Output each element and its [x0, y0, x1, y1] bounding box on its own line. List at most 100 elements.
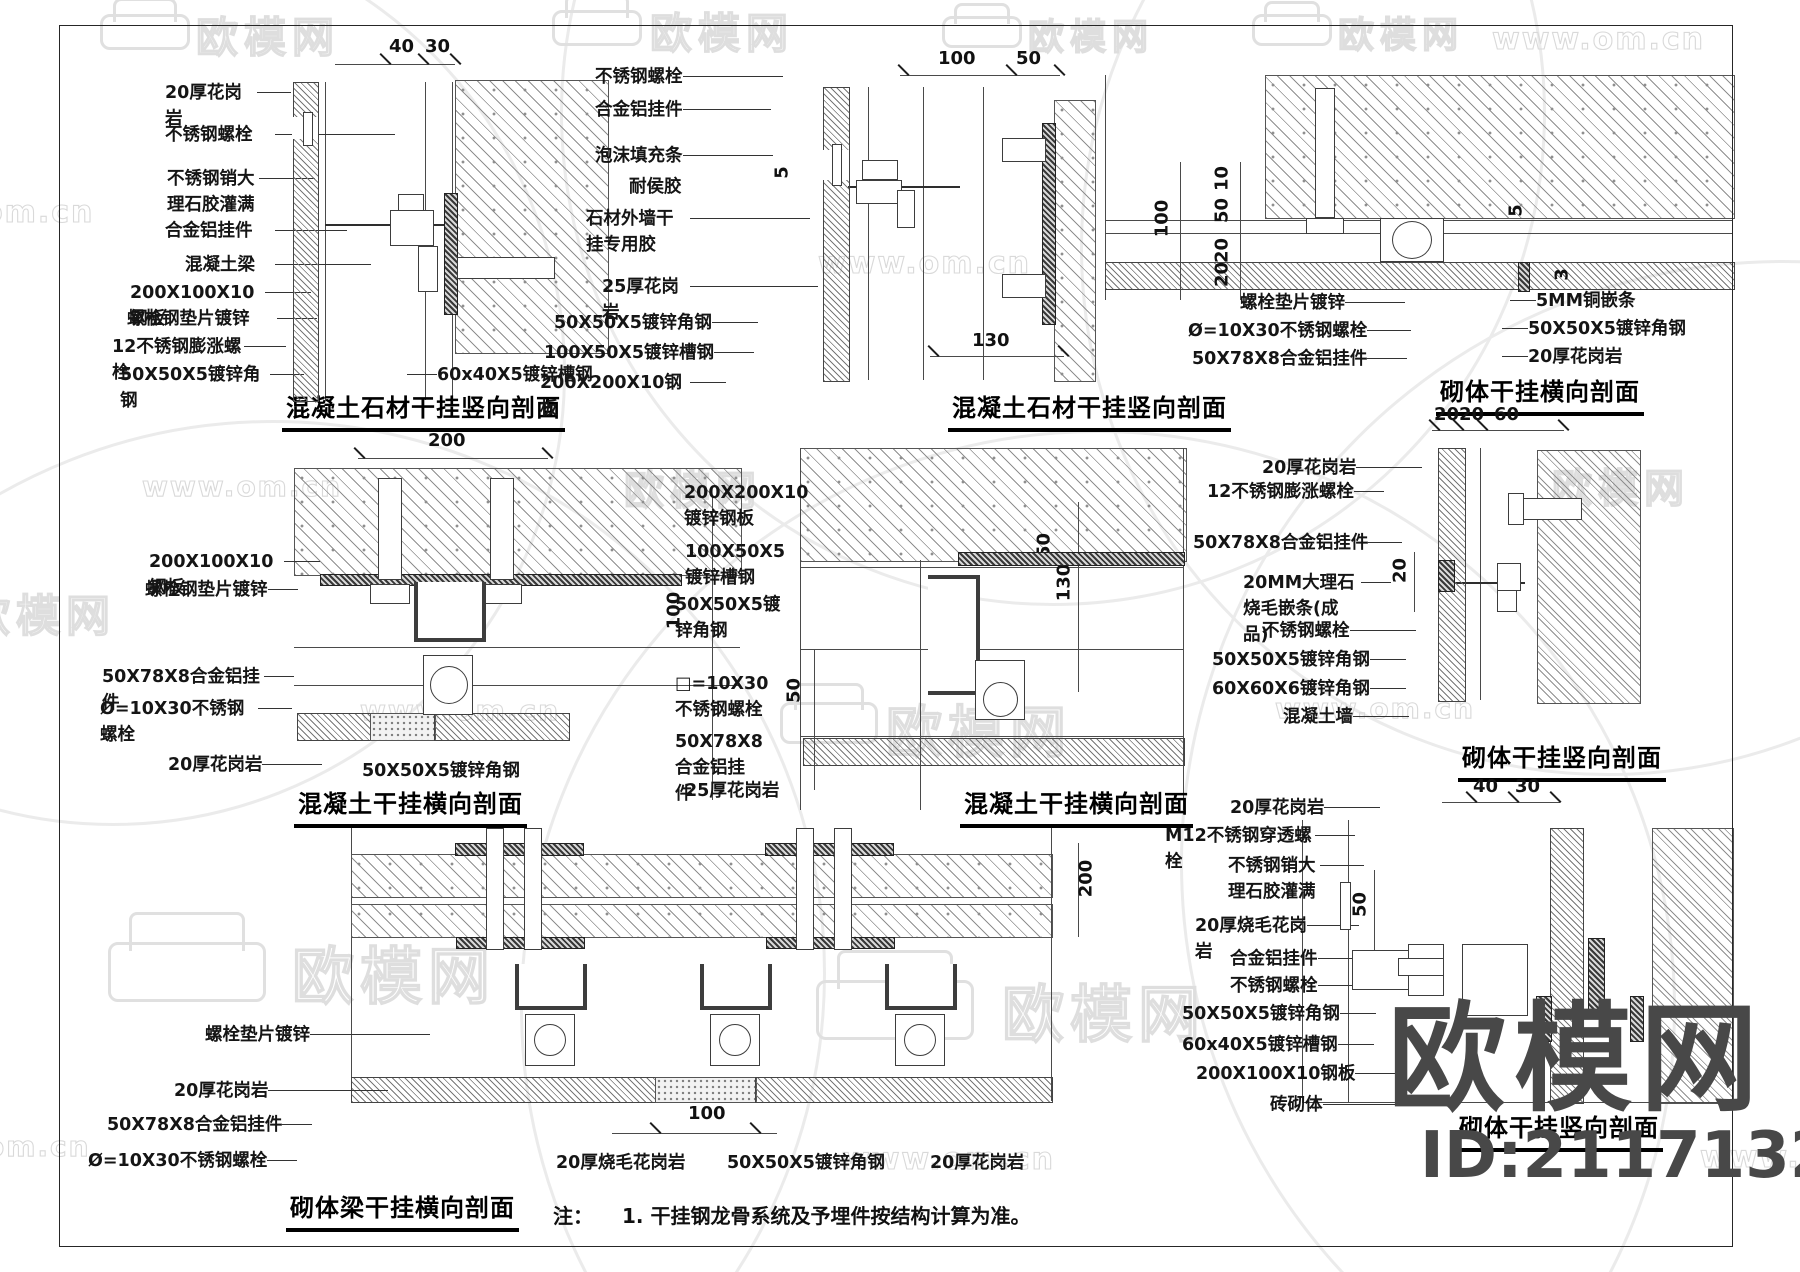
steel-plate: [1630, 996, 1644, 1042]
dim-line: [1240, 162, 1241, 300]
label: 50X50X5镀锌角钢: [1182, 1001, 1376, 1027]
nut: [482, 584, 522, 604]
image-id: ID:2117132: [1420, 1119, 1800, 1193]
label: 50X50X5镀锌角钢: [120, 362, 304, 414]
beam-hatch-upper: [351, 854, 1053, 898]
url-watermark: www.om.cn: [1699, 1139, 1800, 1175]
label: 60x40X5镀锌槽钢: [407, 362, 593, 388]
label: 12不锈钢膨涨螺栓: [1207, 479, 1384, 505]
label: 合金铝挂件: [595, 97, 770, 123]
hanger-clip: [856, 180, 902, 204]
anchor-bolt: [490, 478, 514, 580]
detail-title: 砌体梁干挂横向剖面: [286, 1188, 519, 1232]
dim-line: [712, 495, 713, 800]
dim-line: [335, 64, 455, 65]
url-watermark: www.om.cn: [1491, 21, 1706, 57]
hanger-clip: [1497, 563, 1521, 591]
embed-steel-plate: [444, 193, 458, 315]
label: 砖砌体: [1270, 1092, 1412, 1118]
label: 50X78X8合金铝挂件: [107, 1112, 313, 1138]
label: 不锈钢螺栓: [595, 64, 782, 90]
marble-strip: [1438, 560, 1455, 592]
granite-panel-hatch: [1550, 828, 1584, 1104]
label: 不锈钢螺栓: [1230, 973, 1373, 999]
granite-layer-hatch: [351, 1077, 657, 1103]
logo-watermark: 欧模网: [291, 939, 497, 1013]
sofa-watermark-icon: [942, 2, 1022, 48]
cavity-line: [868, 87, 869, 380]
concrete-wall-hatch: [1054, 100, 1096, 382]
stone-pin: [832, 144, 842, 186]
granite-layer-hatch: [297, 713, 372, 741]
label: 25厚花岗岩: [602, 274, 818, 326]
url-watermark: om.cn: [0, 194, 95, 230]
detail-title: 砌体干挂竖向剖面: [1458, 738, 1666, 782]
cavity-line: [325, 82, 326, 400]
dim-line: [930, 356, 1064, 357]
label: 50X50X5镀锌角钢: [554, 310, 758, 336]
label: 200X100X10钢板: [1196, 1061, 1396, 1087]
label: 20厚烧毛花岗岩: [556, 1153, 686, 1173]
section-line: [1302, 820, 1303, 1102]
note-text: 1. 干挂钢龙骨系统及予埋件按结构计算为准。: [621, 1204, 1031, 1228]
sheet-note: 注： 1. 干挂钢龙骨系统及予埋件按结构计算为准。: [553, 1200, 1030, 1229]
label: 螺栓垫片镀锌: [1240, 290, 1405, 316]
channel-steel: [414, 582, 486, 642]
granite-layer-hatch: [434, 713, 570, 741]
steel-plate: [958, 552, 1185, 566]
label: 200X200X10镀锌钢板: [684, 480, 808, 532]
cavity-line: [923, 87, 924, 380]
label: 螺栓钢垫片镀锌: [145, 577, 297, 603]
dim-value: 100: [688, 1103, 726, 1124]
label: Ø=10X30不锈钢螺栓: [100, 696, 292, 748]
label: 50X50X5镀锌角钢: [362, 761, 520, 781]
logo-watermark: 欧模网: [1001, 977, 1207, 1051]
hanger-clip: [390, 210, 434, 246]
channel-steel: [418, 246, 438, 292]
label: 100X50X5镀锌槽钢: [685, 539, 785, 591]
logo-watermark: 欧模网: [1337, 14, 1465, 56]
anchor-bolt: [1315, 88, 1335, 218]
label: 耐侯胶: [629, 177, 682, 197]
embed-steel-plate: [766, 937, 895, 949]
dim-line: [1442, 802, 1560, 803]
granite-layer-hatch: [1105, 262, 1735, 290]
label: 20厚花岗岩: [165, 80, 291, 132]
joint-filler: [655, 1077, 757, 1103]
sofa-watermark-icon: [552, 0, 642, 46]
bolt-circle: [983, 682, 1018, 717]
label: 50X78X8合金铝挂件: [1192, 346, 1408, 372]
logo-watermark: 欧模网: [649, 8, 795, 58]
bracket-arm: [1453, 582, 1525, 584]
note-prefix: 注：: [553, 1204, 593, 1228]
anchor-bolt: [524, 828, 542, 950]
label: 50X50X5镀锌角钢: [675, 592, 783, 644]
label: 50X78X8合金铝挂件: [1193, 530, 1403, 556]
cavity-line: [983, 87, 984, 380]
site-logo: 欧模网: [1388, 990, 1767, 1128]
sofa-watermark-icon: [100, 0, 190, 50]
beam-hatch-lower: [351, 904, 1053, 938]
label: 20厚烧毛花岗岩: [1195, 913, 1359, 965]
dim-value: 100: [938, 48, 976, 69]
section-line: [1183, 448, 1184, 810]
embed-steel-plate: [765, 843, 894, 856]
bolt-circle: [534, 1024, 566, 1056]
detail-title: 混凝土石材干挂竖向剖面: [948, 388, 1231, 432]
label: 混凝土梁: [185, 252, 371, 278]
bolt-head: [398, 194, 424, 211]
dim-value: 50: [1016, 48, 1042, 69]
detail-title: 混凝土石材干挂竖向剖面: [282, 388, 565, 432]
channel-steel: [928, 575, 980, 695]
detail-title: 砌体干挂竖向剖面: [1455, 1108, 1663, 1152]
label: 50X50X5镀锌角钢: [1502, 316, 1686, 342]
logo-watermark: 欧模网: [195, 12, 341, 62]
label: 25厚花岗岩: [685, 781, 780, 801]
joint-filler: [370, 713, 436, 741]
label: 20厚花岗岩: [1262, 455, 1423, 481]
sheet-border: [59, 25, 1733, 1247]
anchor-bolt: [796, 828, 814, 950]
